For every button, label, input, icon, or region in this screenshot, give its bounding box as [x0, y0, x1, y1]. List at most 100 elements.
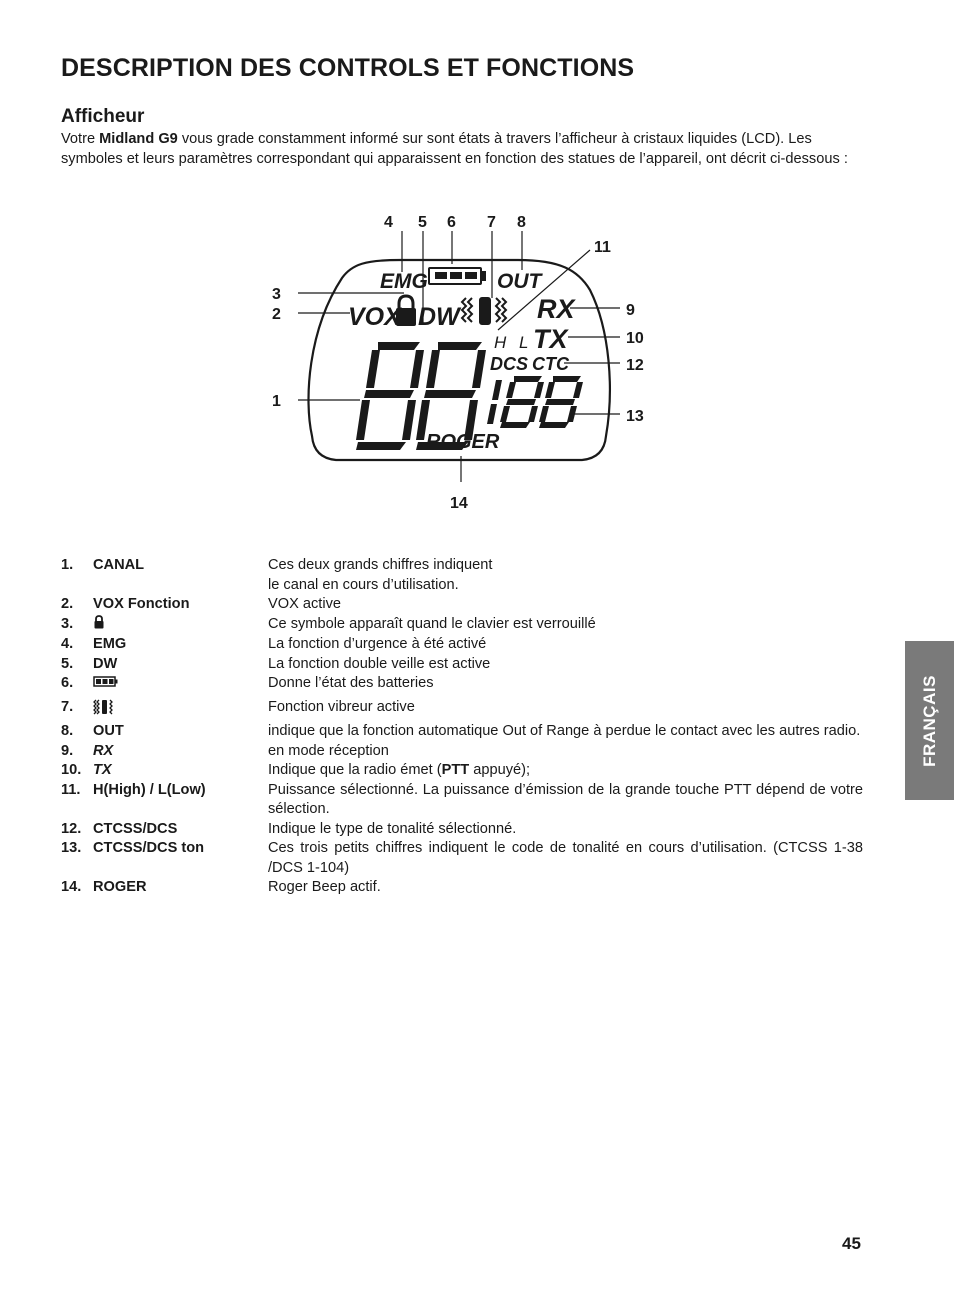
list-item: 5. DW La fonction double veille est acti…: [61, 655, 863, 675]
item-description: indique que la fonction automatique Out …: [268, 723, 861, 739]
callout-8: 8: [517, 214, 526, 231]
list-item: 14. ROGER Roger Beep actif.: [61, 878, 863, 898]
item-description: Ce symbole apparaît quand le clavier est…: [268, 615, 596, 632]
page-number: 45: [842, 1234, 861, 1253]
item-description-end: appuyé);: [469, 762, 531, 778]
item-label: OUT: [93, 723, 124, 739]
item-label: VOX Fonction: [93, 596, 190, 612]
brand-name: Midland G9: [99, 131, 178, 147]
item-number: 11.: [61, 781, 81, 798]
list-item: 13. CTCSS/DCS ton Ces trois petits chiff…: [61, 839, 863, 878]
item-description: Roger Beep actif.: [268, 879, 381, 895]
item-description: La fonction double veille est active: [268, 655, 491, 672]
item-description: Indique le type de tonalité sélectionné.: [268, 820, 517, 837]
item-label: TX: [93, 762, 112, 778]
item-label: [93, 614, 268, 636]
callout-9: 9: [626, 302, 635, 319]
intro-paragraph: Votre Midland G9 vous grade constamment …: [61, 130, 871, 169]
section-heading: Afficheur: [61, 106, 145, 127]
intro-text-end: vous grade constamment informé sur sont …: [61, 131, 848, 167]
battery-icon: [93, 676, 118, 687]
callout-7: 7: [487, 214, 496, 231]
item-number: 3.: [61, 615, 74, 632]
item-description-line1: Ces deux grands chiffres indiquent: [268, 557, 493, 573]
lcd-vox: VOX: [348, 303, 402, 331]
callout-13: 13: [626, 408, 644, 425]
callout-2: 2: [272, 306, 281, 323]
item-description: Ces deux grands chiffres indiquent le can…: [268, 556, 863, 595]
item-label: CTCSS/DCS ton: [93, 840, 205, 856]
item-number: 1.: [61, 557, 74, 573]
leader-11: [497, 249, 591, 331]
item-description: Ces trois petits chiffres indiquent le c…: [268, 840, 863, 876]
item-number: 5.: [61, 655, 74, 672]
callout-11: 11: [594, 239, 611, 256]
list-item: 3. Ce symbole apparaît quand le clavier …: [61, 614, 863, 636]
lcd-battery-icon: [428, 267, 486, 285]
lcd-dw: DW: [418, 303, 462, 331]
item-number: 6.: [61, 675, 74, 691]
item-label: DW: [93, 655, 118, 672]
list-item: 7. Fonction vibreur active: [61, 698, 863, 723]
callout-3: 3: [272, 286, 281, 303]
item-label: EMG: [93, 636, 127, 652]
item-number: 14.: [61, 879, 82, 895]
lcd-ctc: CTC: [532, 354, 570, 374]
lcd-h: H: [494, 333, 507, 352]
item-label: [93, 698, 268, 723]
item-description: Fonction vibreur active: [268, 698, 415, 715]
page-title: DESCRIPTION DES CONTROLS ET FONCTIONS: [61, 54, 635, 82]
list-item: 6. Donne l’état des batteries: [61, 674, 863, 694]
lcd-l: L: [519, 333, 528, 352]
lcd-outline: [307, 258, 611, 462]
item-description: Puissance sélectionné. La puissance d’ém…: [268, 781, 863, 818]
lcd-tone-digits: [487, 376, 583, 428]
item-number: 8.: [61, 723, 74, 739]
list-item: 9. RX en mode réception: [61, 742, 863, 762]
list-item: 11. H(High) / L(Low) Puissance sélection…: [61, 781, 863, 820]
lcd-lock-icon: [396, 294, 416, 326]
callout-4: 4: [384, 214, 393, 231]
lcd-tx: TX: [533, 324, 569, 354]
item-description-line2: le canal en cours d’utilisation.: [268, 576, 459, 593]
list-item: 2. VOX Fonction VOX active: [61, 595, 863, 615]
lcd-rx: RX: [537, 294, 576, 324]
list-item: 10. TX Indique que la radio émet (PTT ap…: [61, 761, 863, 781]
callout-1: 1: [272, 393, 281, 410]
list-item: 12. CTCSS/DCS Indique le type de tonalit…: [61, 820, 863, 840]
item-number: 7.: [61, 698, 74, 715]
lock-icon: [94, 614, 104, 628]
list-item: 8. OUT indique que la fonction automatiq…: [61, 722, 863, 742]
item-label: RX: [93, 742, 114, 759]
function-list: 1. CANAL Ces deux grands chiffres indiqu…: [61, 556, 863, 898]
ptt-label: PTT: [441, 762, 470, 778]
item-description: VOX active: [268, 596, 341, 612]
callout-14: 14: [450, 495, 468, 512]
item-number: 9.: [61, 742, 74, 759]
callout-6: 6: [447, 214, 456, 231]
lcd-vibrate-icon: [460, 297, 508, 325]
item-number: 12.: [61, 820, 82, 837]
lcd-dcs: DCS: [490, 354, 528, 374]
item-number: 4.: [61, 636, 74, 652]
list-item: 1. CANAL Ces deux grands chiffres indiqu…: [61, 556, 863, 595]
item-label: CANAL: [93, 557, 145, 573]
item-number: 13.: [61, 840, 82, 856]
lcd-diagram: 4 5 6 7 8 11 3 2 1 9 10 12 13 14 EMG OUT…: [272, 214, 644, 512]
lcd-emg: EMG: [380, 270, 428, 293]
item-number: 2.: [61, 596, 74, 612]
language-tab-label: FRANÇAIS: [919, 674, 939, 767]
item-description: en mode réception: [268, 742, 389, 759]
item-description-start: Indique que la radio émet (: [268, 762, 442, 778]
item-description: La fonction d’urgence à été activé: [268, 636, 487, 652]
language-tab: FRANÇAIS: [905, 641, 954, 800]
item-label: H(High) / L(Low): [93, 781, 206, 798]
vibrate-icon: [93, 699, 113, 714]
callout-12: 12: [626, 357, 644, 374]
item-label: CTCSS/DCS: [93, 820, 178, 837]
lcd-out: OUT: [497, 270, 544, 293]
callout-5: 5: [418, 214, 427, 231]
item-description: Donne l’état des batteries: [268, 675, 434, 691]
callout-10: 10: [626, 330, 644, 347]
intro-text-start: Votre: [61, 131, 100, 147]
